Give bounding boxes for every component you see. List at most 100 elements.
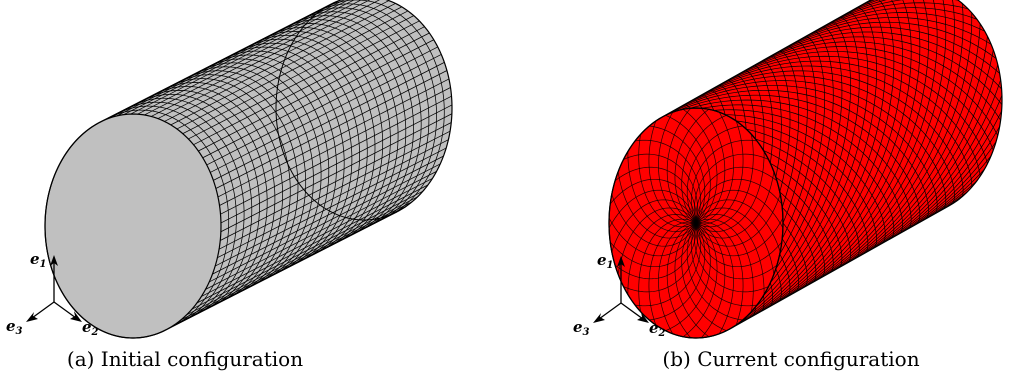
mesh-helix <box>813 3 964 282</box>
mesh-ring <box>115 105 237 323</box>
triad-initial-e2-arrow <box>53 301 82 322</box>
mesh-face-spiral <box>695 120 744 225</box>
mesh-helix <box>755 17 860 308</box>
mesh-face-spiral <box>686 222 743 321</box>
mesh-face-spiral <box>694 222 769 293</box>
mesh-ring <box>107 109 230 327</box>
mesh-ring <box>300 11 422 229</box>
mesh-helix <box>863 79 1001 254</box>
triad-initial-e3-arrow <box>26 301 55 322</box>
mesh-helix <box>797 0 947 292</box>
mesh-helix <box>761 60 782 178</box>
mesh-helix <box>700 94 715 111</box>
mesh-helix <box>808 0 955 286</box>
mesh-face-spiral <box>665 114 711 224</box>
mesh-face-spiral <box>695 112 734 224</box>
cylinder-initial-opening <box>44 113 222 339</box>
mesh-helix <box>772 26 1000 74</box>
triad-current-e3-arrow <box>593 302 622 323</box>
mesh-helix <box>824 12 973 276</box>
mesh-helix <box>736 2 886 326</box>
caption-initial-prefix: (a) <box>66 347 95 371</box>
mesh-helix <box>689 99 912 230</box>
mesh-helix <box>726 80 747 130</box>
mesh-face-spiral <box>627 214 697 295</box>
mesh-ring <box>269 27 391 244</box>
mesh-helix <box>800 12 985 40</box>
mesh-helix <box>750 41 1001 121</box>
mesh-ring <box>254 34 376 252</box>
mesh-ring <box>284 19 407 236</box>
mesh-face-spiral <box>608 189 697 229</box>
mesh-ring <box>161 82 283 299</box>
mesh-ring <box>138 93 260 311</box>
mesh-helix <box>727 51 994 151</box>
mesh-helix <box>766 31 1002 90</box>
mesh-ring <box>123 101 245 319</box>
caption-current: (b) Current configuration <box>576 346 1006 372</box>
triad-initial-e1-label: e1 <box>30 250 47 270</box>
mesh-helix <box>779 191 825 278</box>
mesh-helix <box>861 0 873 6</box>
mesh-helix <box>763 21 851 296</box>
mesh-ring <box>315 3 437 221</box>
mesh-helix <box>752 65 774 164</box>
mesh-helix <box>847 49 994 264</box>
mesh-ring <box>308 7 430 225</box>
mesh-face-spiral <box>638 218 697 312</box>
mesh-helix <box>775 176 834 273</box>
triad-current-e3-label: e3 <box>573 318 590 338</box>
mesh-face-spiral <box>674 222 710 338</box>
mesh-ring <box>231 46 353 264</box>
mesh-ring <box>238 42 360 260</box>
mesh-ring <box>154 86 276 303</box>
mesh-helix <box>919 168 985 223</box>
mesh-helix <box>779 36 825 255</box>
mesh-helix <box>780 0 929 301</box>
triad-current-e1-label: e1 <box>597 251 614 271</box>
mesh-helix <box>735 120 877 249</box>
mesh-face-spiral <box>695 151 765 232</box>
mesh-helix <box>691 99 703 109</box>
triad-current-e1-arrow <box>617 256 625 303</box>
panel-initial <box>44 0 453 339</box>
mesh-face-spiral <box>682 108 718 224</box>
mesh-helix <box>844 0 880 15</box>
mesh-face-spiral <box>611 199 697 252</box>
mesh-helix <box>763 150 851 264</box>
mesh-helix <box>763 0 912 311</box>
mesh-ring <box>277 23 399 240</box>
mesh-ring <box>192 66 314 284</box>
mesh-helix <box>858 64 999 257</box>
mesh-helix <box>786 0 938 298</box>
mesh-helix <box>781 41 817 239</box>
triad-current-e2-label: e2 <box>649 319 666 339</box>
mesh-face-spiral <box>634 139 701 224</box>
mesh-helix <box>705 65 973 188</box>
panel-current <box>608 0 1003 339</box>
mesh-helix <box>683 104 691 109</box>
cylinder-initial-mesh <box>103 0 453 329</box>
mesh-helix <box>833 0 887 22</box>
triad-initial: e1 e2 e3 <box>6 250 99 338</box>
mesh-face-spiral <box>695 222 783 268</box>
triad-current-e2-arrow <box>620 302 649 323</box>
caption-initial-text: Initial configuration <box>100 347 304 371</box>
mesh-helix <box>925 180 978 220</box>
mesh-face-spiral <box>609 178 697 224</box>
caption-current-prefix: (b) <box>662 347 691 371</box>
mesh-helix <box>735 7 877 326</box>
mesh-face-spiral <box>695 222 778 280</box>
mesh-ring <box>246 38 368 256</box>
triad-initial-e3-label: e3 <box>6 317 23 337</box>
mesh-helix <box>745 12 869 318</box>
mesh-helix <box>769 55 791 193</box>
mesh-ring <box>200 62 322 280</box>
mesh-helix <box>805 7 978 37</box>
mesh-ring <box>184 70 307 288</box>
mesh-helix <box>850 0 875 12</box>
triad-initial-e2-label: e2 <box>82 318 99 338</box>
cylinder-initial-far-edge <box>275 3 397 221</box>
mesh-face-spiral <box>614 166 697 224</box>
mesh-helix <box>677 80 947 210</box>
